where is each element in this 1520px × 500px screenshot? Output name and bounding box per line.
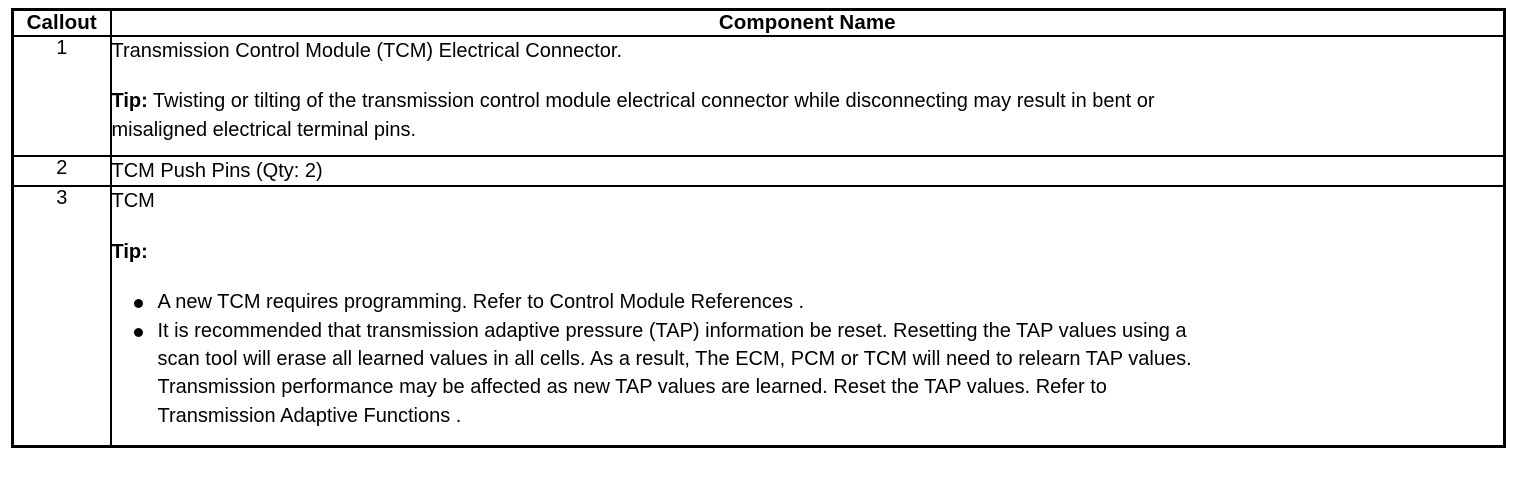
bullet-1-line-1: A new TCM requires programming. Refer to… xyxy=(157,291,805,314)
paragraph-spacer xyxy=(112,266,1504,288)
bullet-2-line-3: Transmission performance may be affected… xyxy=(157,376,1107,399)
column-header-callout: Callout xyxy=(11,8,112,37)
column-header-component-name: Component Name xyxy=(109,8,1506,37)
callout-number-1: 1 xyxy=(11,35,112,157)
component-title-3: TCM xyxy=(111,190,155,213)
list-item: A new TCM requires programming. Refer to… xyxy=(112,288,1504,316)
bullet-2-line-1: It is recommended that transmission adap… xyxy=(157,319,1187,342)
paragraph-spacer xyxy=(112,216,1504,238)
table-header: Callout Component Name xyxy=(11,8,1506,37)
table-row: 3 TCM Tip: A new TCM requires programmin… xyxy=(11,185,1506,448)
list-item: It is recommended that transmission adap… xyxy=(112,317,1504,431)
paragraph-spacer xyxy=(112,65,1504,87)
component-description-2: TCM Push Pins (Qty: 2) xyxy=(109,154,1506,188)
component-title-1: Transmission Control Module (TCM) Electr… xyxy=(111,40,623,62)
table-row: 2 TCM Push Pins (Qty: 2) xyxy=(11,154,1506,188)
tip-label-1: Tip: xyxy=(111,90,148,113)
component-title-2: TCM Push Pins (Qty: 2) xyxy=(111,160,323,182)
table-row: 1 Transmission Control Module (TCM) Elec… xyxy=(11,35,1506,157)
tip-label-3: Tip: xyxy=(111,240,148,263)
tip-bullet-list: A new TCM requires programming. Refer to… xyxy=(112,288,1504,430)
tip-text-1-line-2: misaligned electrical terminal pins. xyxy=(111,118,417,141)
table-body: 1 Transmission Control Module (TCM) Elec… xyxy=(11,35,1506,448)
callout-number-3: 3 xyxy=(11,185,112,448)
callout-number-2: 2 xyxy=(11,154,112,188)
component-description-3: TCM Tip: A new TCM requires programming.… xyxy=(109,185,1506,448)
bullet-2-line-4: Transmission Adaptive Functions . xyxy=(157,404,462,427)
table-header-row: Callout Component Name xyxy=(11,8,1506,37)
bullet-2-line-2: scan tool will erase all learned values … xyxy=(157,347,1192,370)
component-name-table: Callout Component Name 1 Transmission Co… xyxy=(11,8,1506,449)
component-description-1: Transmission Control Module (TCM) Electr… xyxy=(109,35,1506,157)
tip-text-1-line-1: Twisting or tilting of the transmission … xyxy=(147,90,1155,113)
tip-paragraph-1: Tip: Twisting or tilting of the transmis… xyxy=(112,87,1504,115)
